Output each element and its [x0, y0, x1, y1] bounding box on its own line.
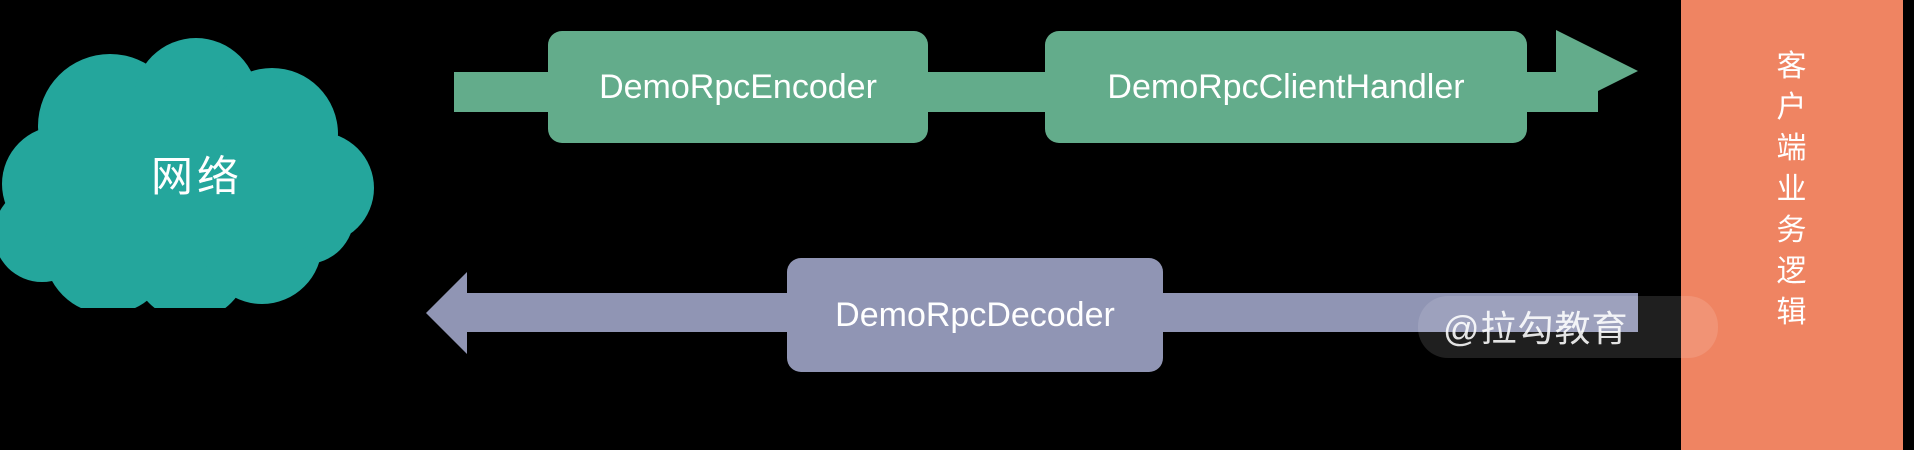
- node-demo-rpc-decoder-label: DemoRpcDecoder: [835, 295, 1115, 334]
- biz-char-5: 逻: [1776, 255, 1808, 288]
- biz-char-2: 端: [1776, 132, 1808, 165]
- node-demo-rpc-encoder[interactable]: DemoRpcEncoder: [548, 31, 928, 143]
- inbound-arrow-head-icon: [426, 272, 467, 354]
- client-business-logic-label: 客 户 端 业 务 逻 辑: [1681, 46, 1903, 333]
- biz-char-4: 务: [1776, 214, 1808, 247]
- node-demo-rpc-decoder[interactable]: DemoRpcDecoder: [787, 258, 1163, 372]
- node-demo-rpc-client-handler[interactable]: DemoRpcClientHandler: [1045, 31, 1527, 143]
- biz-char-3: 业: [1776, 173, 1808, 206]
- client-business-logic-panel[interactable]: 客 户 端 业 务 逻 辑: [1681, 0, 1903, 450]
- cloud-shape-icon: [0, 38, 374, 308]
- node-demo-rpc-client-handler-label: DemoRpcClientHandler: [1107, 67, 1465, 106]
- biz-char-1: 户: [1776, 91, 1808, 124]
- node-demo-rpc-encoder-label: DemoRpcEncoder: [599, 67, 877, 106]
- network-cloud: 网络: [0, 38, 380, 308]
- biz-char-0: 客: [1776, 50, 1808, 83]
- biz-char-6: 辑: [1776, 296, 1808, 329]
- outbound-arrow-head-icon: [1556, 30, 1638, 112]
